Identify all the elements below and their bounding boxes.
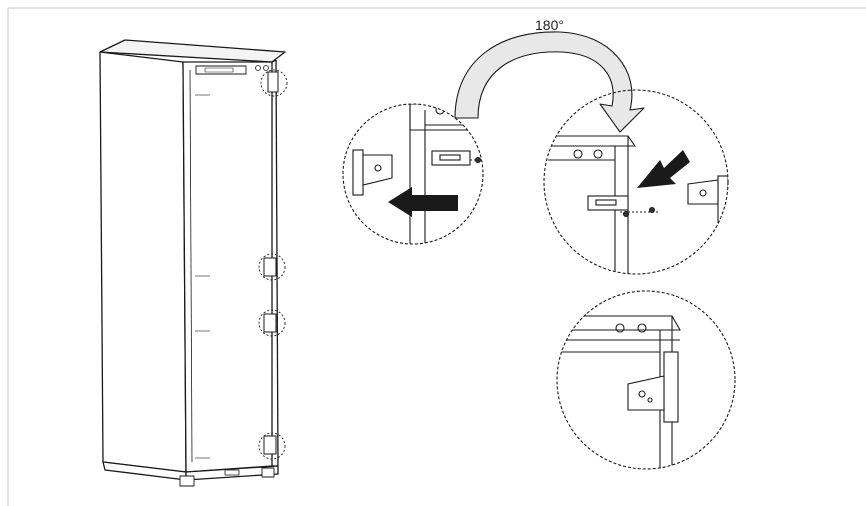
appliance-cabinet-icon bbox=[99, 39, 286, 487]
detail-install-hinge bbox=[543, 89, 729, 275]
rotate-arrow-icon bbox=[454, 31, 645, 133]
rotation-label: 180° bbox=[535, 17, 564, 33]
detail-mounted-hinge bbox=[556, 290, 736, 470]
detail-callout-circles bbox=[258, 69, 288, 460]
cabinet-hinge-marks bbox=[263, 71, 279, 455]
page-frame bbox=[7, 7, 866, 506]
detail-remove-hinge bbox=[342, 103, 484, 245]
direction-arrow-icon bbox=[388, 187, 458, 217]
direction-arrow-icon bbox=[637, 150, 690, 188]
